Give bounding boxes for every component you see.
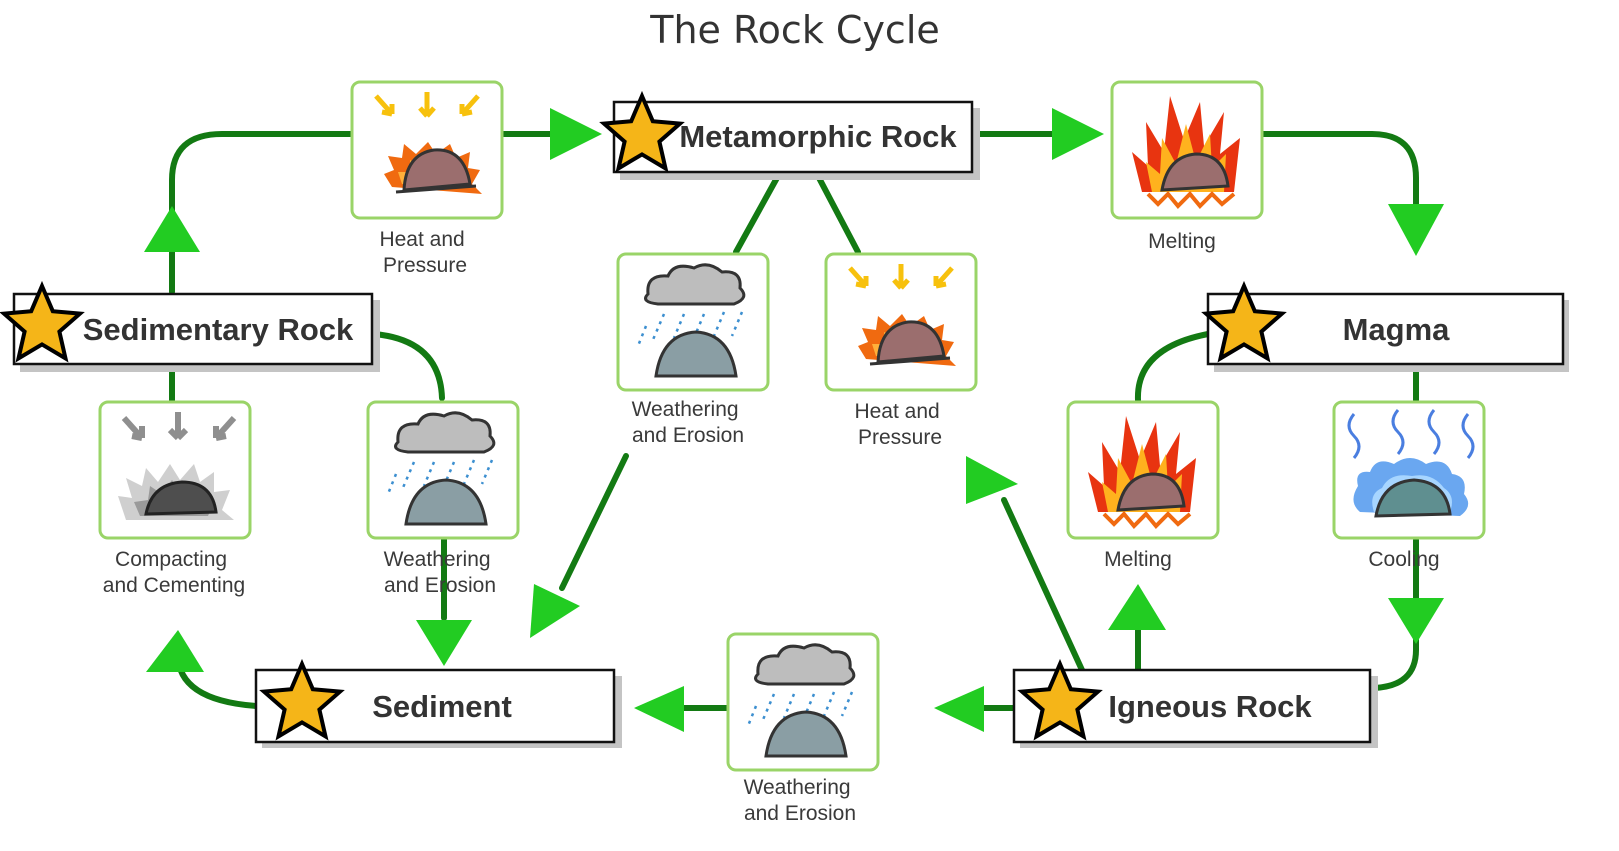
arrowhead-to-sediment-left [416, 620, 472, 666]
process-melting-right: Melting [1066, 400, 1220, 571]
arrowhead-to-sediment-center [530, 584, 580, 638]
flow-cooling-igneous [1371, 637, 1419, 691]
node-label: Igneous Rock [1108, 689, 1312, 724]
arrowhead-from-cooling [1388, 598, 1444, 644]
process-weathering-center: Weathering and Erosion [616, 252, 770, 447]
process-caption: Melting [1104, 548, 1172, 571]
process-caption: Compacting and Cementing [103, 548, 245, 597]
arrowhead-to-melting-right [1108, 584, 1166, 630]
node-sediment: Sediment [254, 662, 622, 748]
arrow-heads [144, 108, 1444, 732]
arrowhead-to-weathering-bottom [934, 686, 984, 732]
flow-metamorphic-weathering [733, 173, 781, 255]
process-heat-pressure-top: Heat and Pressure [350, 80, 504, 277]
flow-melting-down [1259, 131, 1419, 207]
arrowhead-to-melting-top [1052, 108, 1104, 160]
process-caption: Cooling [1368, 548, 1439, 571]
flow-metamorphic-heat [815, 173, 861, 255]
node-igneous-rock: Igneous Rock [1012, 662, 1378, 748]
node-metamorphic-rock: Metamorphic Rock [602, 94, 980, 180]
flow-magma-melting [1134, 331, 1211, 403]
node-label: Magma [1343, 312, 1451, 347]
process-caption: Heat and Pressure [854, 400, 945, 449]
node-magma: Magma [1204, 284, 1569, 372]
process-heat-pressure-center: Heat and Pressure [824, 252, 978, 449]
flow-igneous-heat [1001, 497, 1085, 673]
flow-center-weathering-sediment [559, 453, 629, 591]
arrowhead-to-heat-center [966, 456, 1018, 504]
process-melting-top: Melting [1110, 80, 1264, 253]
arrowhead-to-sediment-right [634, 686, 684, 732]
node-label: Sediment [372, 689, 512, 724]
process-caption: Weathering and Erosion [744, 776, 857, 825]
process-weathering-left: Weathering and Erosion [366, 400, 520, 597]
node-label: Metamorphic Rock [679, 119, 957, 154]
arrowhead-to-magma [1388, 204, 1444, 256]
node-sedimentary-rock: Sedimentary Rock [2, 284, 380, 372]
process-caption: Heat and Pressure [379, 228, 470, 277]
process-cooling: Cooling [1332, 400, 1486, 571]
flow-lines [169, 131, 1419, 711]
diagram-title: The Rock Cycle [649, 8, 940, 52]
arrowhead-to-compacting [146, 630, 204, 672]
process-caption: Melting [1148, 230, 1216, 253]
flow-sedimentary-up [169, 131, 361, 295]
process-weathering-bottom: Weathering and Erosion [726, 632, 880, 825]
arrowhead-to-metamorphic [550, 108, 602, 160]
arrowhead-up-left [144, 206, 200, 252]
flow-sedimentary-weathering [371, 331, 445, 401]
process-compacting: Compacting and Cementing [98, 400, 252, 597]
node-label: Sedimentary Rock [83, 312, 354, 347]
process-caption: Weathering and Erosion [384, 548, 497, 597]
process-caption: Weathering and Erosion [632, 398, 745, 447]
